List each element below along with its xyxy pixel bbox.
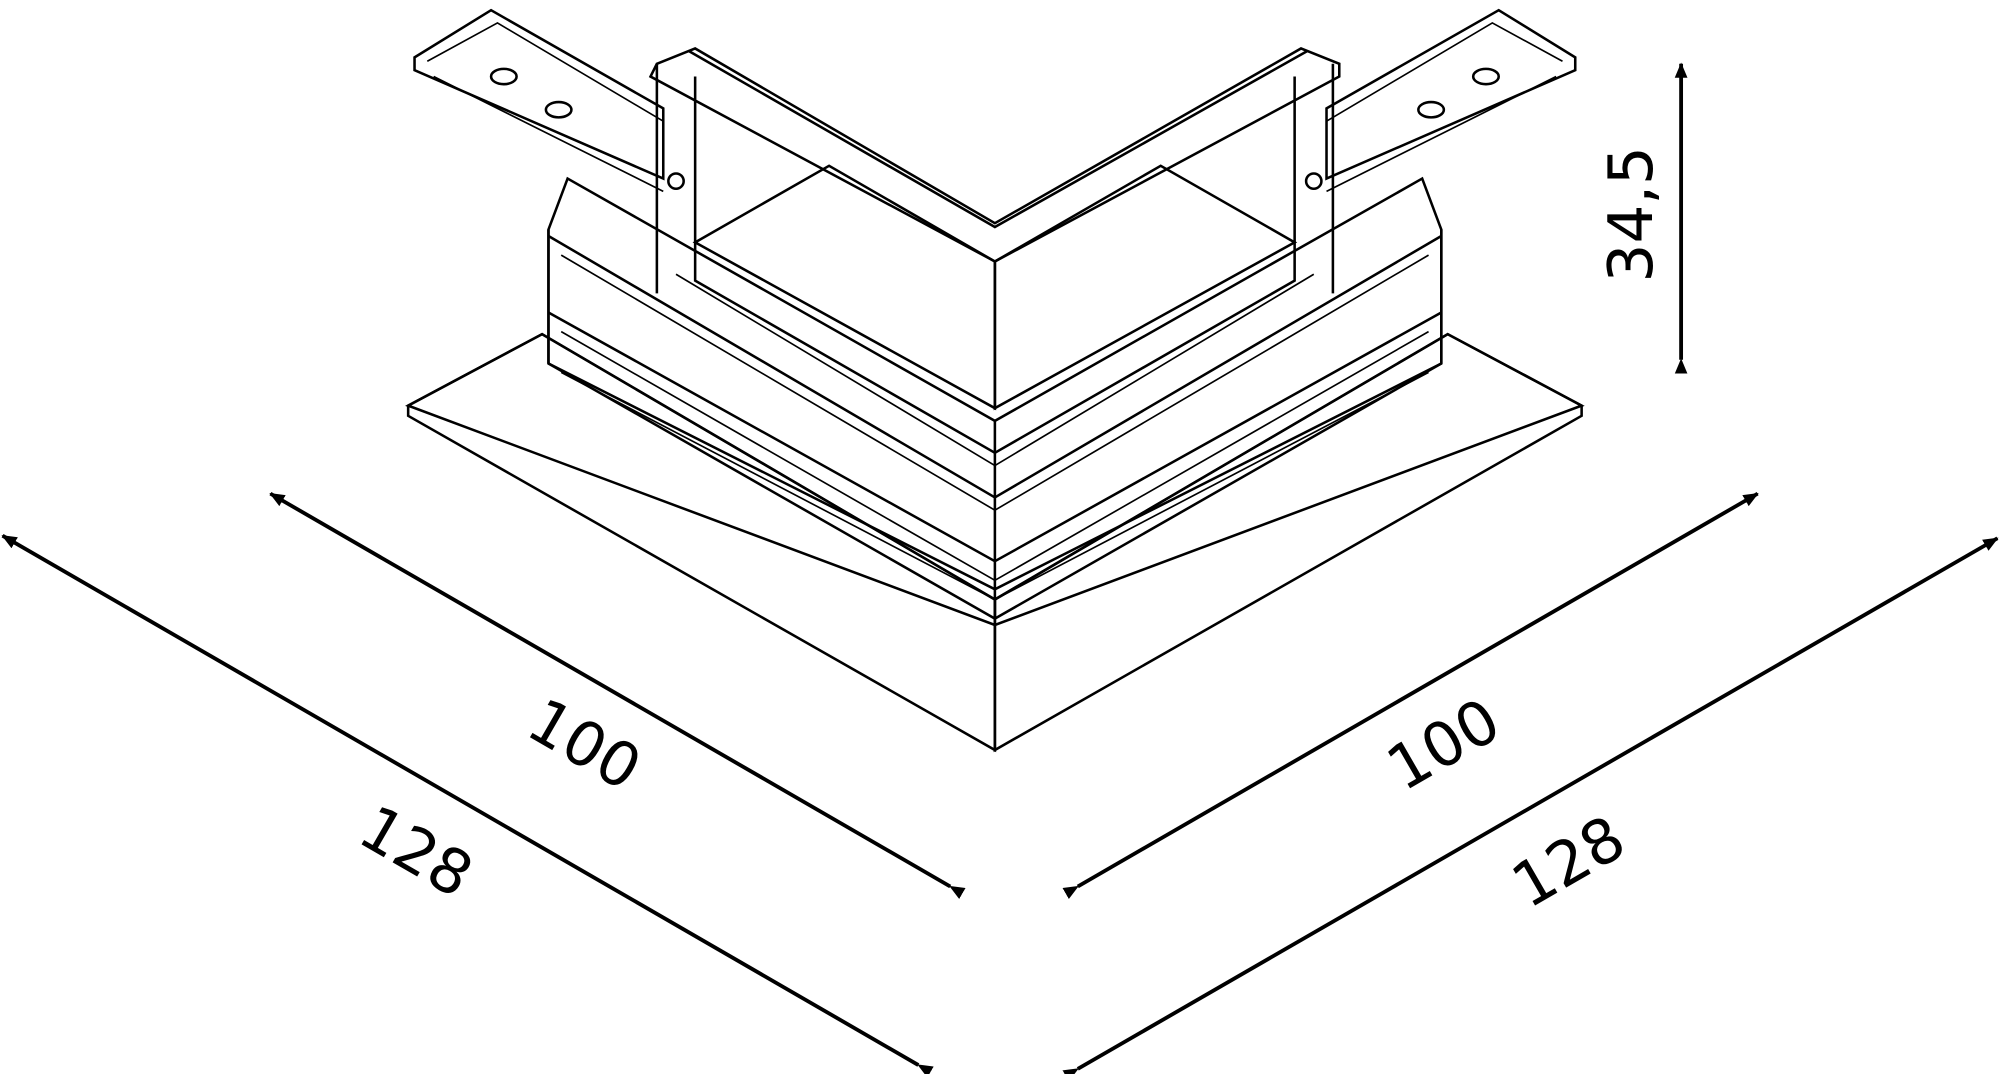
dim-left-inner-line <box>269 491 966 900</box>
dimension-lines <box>1 62 1999 1074</box>
dim-right-outer-label: 128 <box>1500 802 1637 922</box>
dim-right-inner-line <box>1062 491 1759 900</box>
dim-right-outer-line <box>1062 536 1999 1074</box>
dim-height-label: 34,5 <box>1596 146 1667 282</box>
right-rail <box>1304 8 1577 193</box>
base-plate <box>405 332 1585 753</box>
top-walls <box>648 47 1341 294</box>
dim-left-outer-label: 128 <box>348 792 485 912</box>
left-rail <box>413 8 685 193</box>
dim-left-outer-line <box>1 534 934 1074</box>
